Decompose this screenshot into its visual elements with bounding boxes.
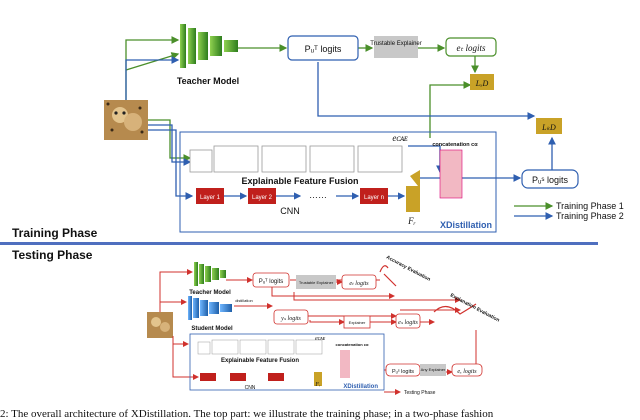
test-ys-logits-box	[273, 309, 309, 325]
svg-text:eₛ logits: eₛ logits	[398, 320, 418, 326]
svg-text:yₛ logits: yₛ logits	[280, 316, 301, 322]
svg-text:Fᵣ: Fᵣ	[314, 382, 321, 388]
explanation-brace	[433, 303, 477, 315]
teacher-logits-label: Pᵤᵀ logits	[305, 44, 342, 54]
test-trustable-explainer-box	[296, 275, 336, 289]
fr-block	[406, 170, 420, 212]
xdistillation-label: XDistillation	[440, 220, 492, 230]
testing-phase-title: Testing Phase	[12, 248, 93, 262]
loss-kd-box	[536, 118, 562, 134]
svg-text:Pᵤᵀ logits: Pᵤᵀ logits	[259, 278, 284, 285]
svg-text:Layer n: Layer n	[364, 195, 384, 201]
svg-text:Any Explainer: Any Explainer	[421, 367, 446, 372]
trustable-explainer-label: Trustable Explainer	[370, 41, 421, 47]
explanation-evaluation-label: Explanation Evaluation	[449, 292, 500, 323]
et-logits-label: eₜ logits	[457, 43, 486, 53]
accuracy-brace	[379, 265, 397, 287]
legend-phase-1: Training Phase 1	[556, 201, 624, 211]
svg-text:Trustable Explainer: Trustable Explainer	[299, 280, 334, 285]
training-section: Teacher Model Pᵤᵀ logits Trustable Expla…	[104, 24, 624, 233]
test-xdistillation-label: XDistillation	[343, 384, 378, 390]
svg-text:Pᵤˢ logits: Pᵤˢ logits	[392, 369, 414, 375]
figure-caption: 2: The overall architecture of XDistilla…	[0, 408, 494, 420]
test-legend-label: Testing Phase	[404, 390, 436, 396]
concatenation-bar	[439, 149, 463, 199]
test-explainer-box	[343, 315, 371, 329]
test-input-image-cheetah	[147, 312, 173, 338]
xdistillation-frame	[179, 131, 497, 233]
input-image-cheetah	[104, 100, 148, 140]
student-logits-box	[521, 169, 579, 189]
test-teacher-logits-box	[252, 272, 290, 288]
svg-text:Explainer: Explainer	[349, 320, 366, 325]
test-concatenation-bar	[340, 350, 350, 378]
student-logits-label: Pᵤˢ logits	[532, 175, 569, 185]
cnn-layer-n	[360, 188, 388, 204]
test-et-logits-box	[341, 274, 377, 290]
trustable-explainer-box	[374, 36, 418, 58]
test-student-model-icon	[188, 296, 232, 320]
cnn-label: CNN	[280, 206, 300, 216]
svg-text:concatenation cα: concatenation cα	[336, 342, 369, 347]
accuracy-evaluation-label: Accuracy Evaluation	[385, 254, 431, 282]
test-es-logits-box	[395, 313, 421, 329]
cnn-dots: ……	[309, 190, 327, 200]
phase-divider	[0, 242, 598, 245]
test-fr-block	[314, 372, 322, 386]
test-cnn-label: CNN	[245, 385, 256, 391]
test-student-model-label: Student Model	[191, 326, 233, 332]
et-logits-box	[445, 37, 497, 57]
testing-section: Teacher Model Pᵤᵀ logits distillation Tr…	[147, 254, 500, 396]
teacher-model-label: Teacher Model	[177, 76, 239, 86]
svg-text:Layer 2: Layer 2	[252, 195, 273, 201]
cnn-layer-1	[196, 188, 224, 204]
test-xdistillation-frame	[189, 333, 385, 391]
test-teacher-model-label: Teacher Model	[189, 290, 231, 296]
teacher-logits-box	[287, 35, 359, 61]
loss-xd-label: LₓD	[475, 79, 489, 88]
teacher-model-icon	[180, 24, 238, 68]
test-distillation-label: distillation	[235, 298, 253, 303]
test-ex-logits-box	[451, 363, 483, 377]
training-phase-title: Training Phase	[12, 226, 98, 240]
test-feature-fusion-label: Explainable Feature Fusion	[221, 358, 299, 364]
test-teacher-model-icon	[194, 262, 226, 286]
test-e-cae-label: eᴄᴀᴇ	[315, 336, 326, 342]
loss-kd-label: LₖD	[541, 123, 556, 132]
feature-fusion-label: Explainable Feature Fusion	[241, 176, 358, 186]
concatenation-label: concatenation cα	[432, 142, 478, 148]
svg-text:Layer 1: Layer 1	[200, 195, 221, 201]
svg-text:eₜ logits: eₜ logits	[349, 281, 369, 287]
feature-fusion-blocks	[189, 145, 403, 173]
e-cae-label: eᴄᴀᴇ	[392, 133, 408, 143]
fr-label: Fᵣ	[407, 216, 416, 226]
loss-xd-box	[470, 74, 494, 90]
legend-phase-2: Training Phase 2	[556, 211, 624, 221]
test-any-explainer-box	[420, 364, 446, 376]
cnn-layer-2	[248, 188, 276, 204]
svg-text:eₓ logits: eₓ logits	[457, 369, 477, 375]
